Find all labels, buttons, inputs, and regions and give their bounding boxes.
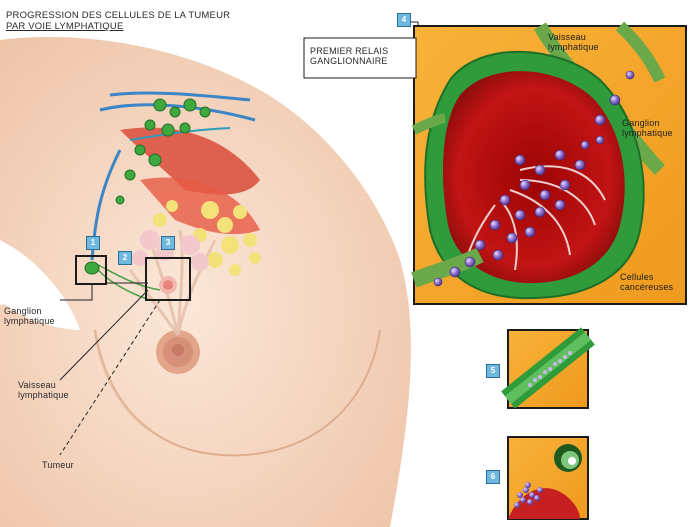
node-cells-inset — [508, 437, 588, 519]
badge-2: 2 — [118, 251, 132, 265]
diagram-title: PROGRESSION DES CELLULES DE LA TUMEUR PA… — [6, 10, 230, 32]
label-vaisseau-right: Vaisseau lymphatique — [548, 32, 599, 52]
label-cellules-line1: Cellules — [620, 272, 673, 282]
label-vaisseau-left: Vaisseau lymphatique — [18, 380, 69, 400]
label-premier-relais-line1: PREMIER RELAIS — [310, 46, 388, 56]
label-cellules: Cellules cancéreuses — [620, 272, 673, 292]
label-ganglion-left-line1: Ganglion — [4, 306, 55, 316]
badge-5: 5 — [486, 364, 500, 378]
label-ganglion-right-line1: Ganglion — [622, 118, 673, 128]
label-ganglion-right-line2: lymphatique — [622, 128, 673, 138]
label-vaisseau-right-line2: lymphatique — [548, 42, 599, 52]
label-ganglion-right: Ganglion lymphatique — [622, 118, 673, 138]
label-vaisseau-left-line1: Vaisseau — [18, 380, 69, 390]
torso-illustration — [0, 37, 411, 527]
badge-4: 4 — [397, 13, 411, 27]
label-vaisseau-left-line2: lymphatique — [18, 390, 69, 400]
label-premier-relais-line2: GANGLIONNAIRE — [310, 56, 388, 66]
title-line-1: PROGRESSION DES CELLULES DE LA TUMEUR — [6, 10, 230, 21]
title-line-2: PAR VOIE LYMPHATIQUE — [6, 21, 230, 32]
vessel-inset — [508, 330, 588, 408]
label-ganglion-left-line2: lymphatique — [4, 316, 55, 326]
label-ganglion-left: Ganglion lymphatique — [4, 306, 55, 326]
label-cellules-line2: cancéreuses — [620, 282, 673, 292]
lymph-node-inset — [414, 26, 686, 304]
badge-1: 1 — [86, 236, 100, 250]
label-tumeur: Tumeur — [42, 460, 74, 470]
label-premier-relais: PREMIER RELAIS GANGLIONNAIRE — [310, 46, 388, 66]
badge-6: 6 — [486, 470, 500, 484]
badge-3: 3 — [161, 236, 175, 250]
label-vaisseau-right-line1: Vaisseau — [548, 32, 599, 42]
